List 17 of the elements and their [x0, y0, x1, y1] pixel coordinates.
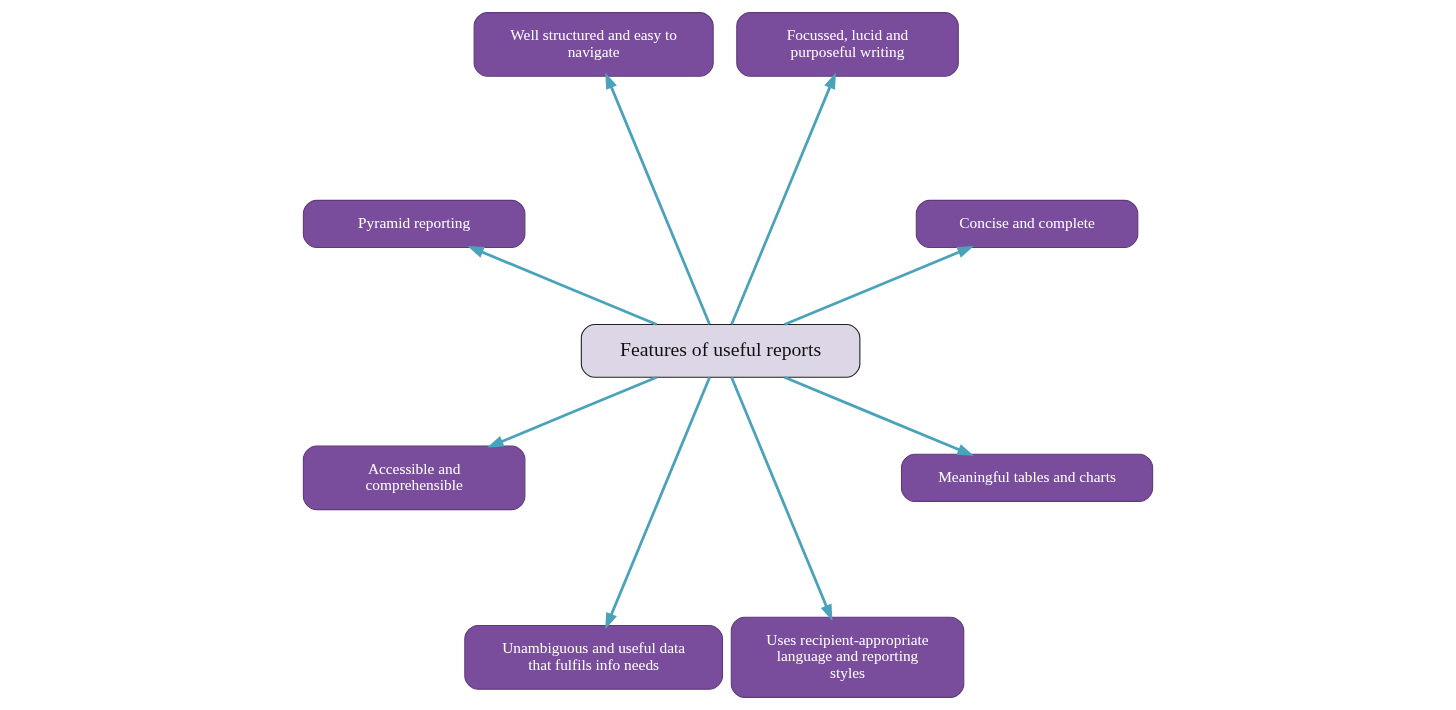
arrow	[730, 377, 833, 621]
node-box: Accessible and comprehensible	[302, 445, 526, 511]
node-box: Features of useful reports	[580, 324, 861, 378]
node-box: Meaningful tables and charts	[900, 453, 1154, 502]
arrow	[730, 72, 836, 325]
arrow	[487, 376, 658, 448]
arrow	[605, 72, 711, 325]
arrow	[783, 376, 974, 456]
arrow	[783, 246, 974, 326]
arrow	[467, 246, 658, 326]
node-box: Well structured and easy to navigate	[473, 12, 714, 77]
node-box: Unambiguous and useful data that fulfils info needs	[464, 625, 724, 690]
node-box: Uses recipient-appropriate language and reporting styles	[730, 616, 965, 698]
arrow	[605, 377, 711, 630]
node-box: Concise and complete	[915, 199, 1139, 249]
node-box: Pyramid reporting	[302, 199, 526, 249]
node-box: Focussed, lucid and purposeful writing	[736, 12, 959, 77]
